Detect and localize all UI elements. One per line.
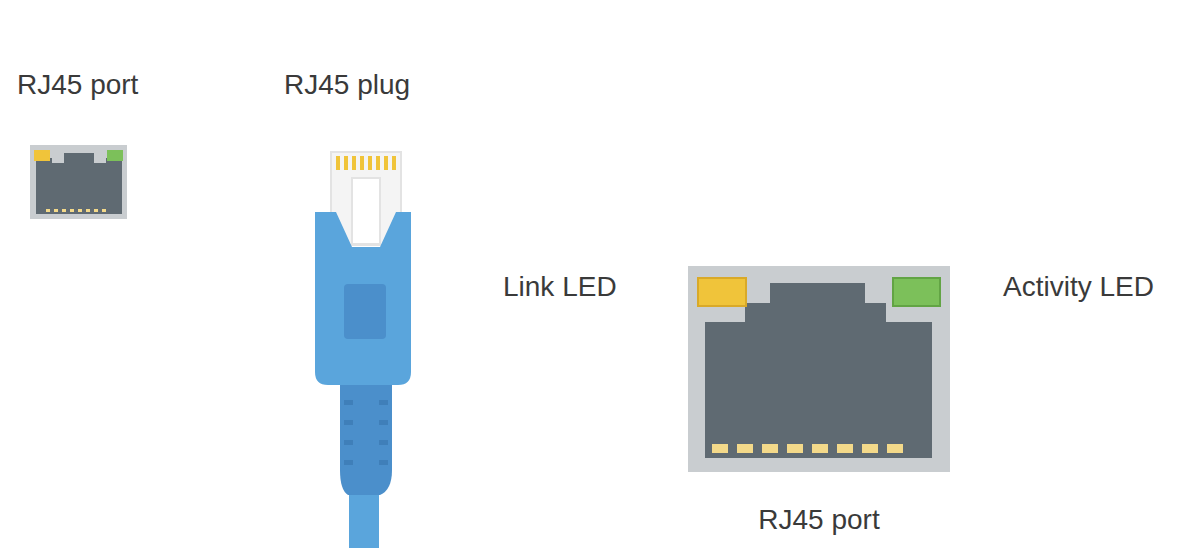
small-port-icon bbox=[30, 145, 127, 219]
rj45-port-large bbox=[688, 266, 950, 472]
port-label: RJ45 port bbox=[758, 503, 879, 537]
led-label: Activity LED bbox=[1003, 270, 1154, 304]
port-label: RJ45 port bbox=[17, 68, 138, 102]
plug-label: RJ45 plug bbox=[284, 68, 410, 102]
rj45-plug-icon bbox=[315, 152, 411, 548]
led-label: Link LED bbox=[503, 270, 617, 304]
